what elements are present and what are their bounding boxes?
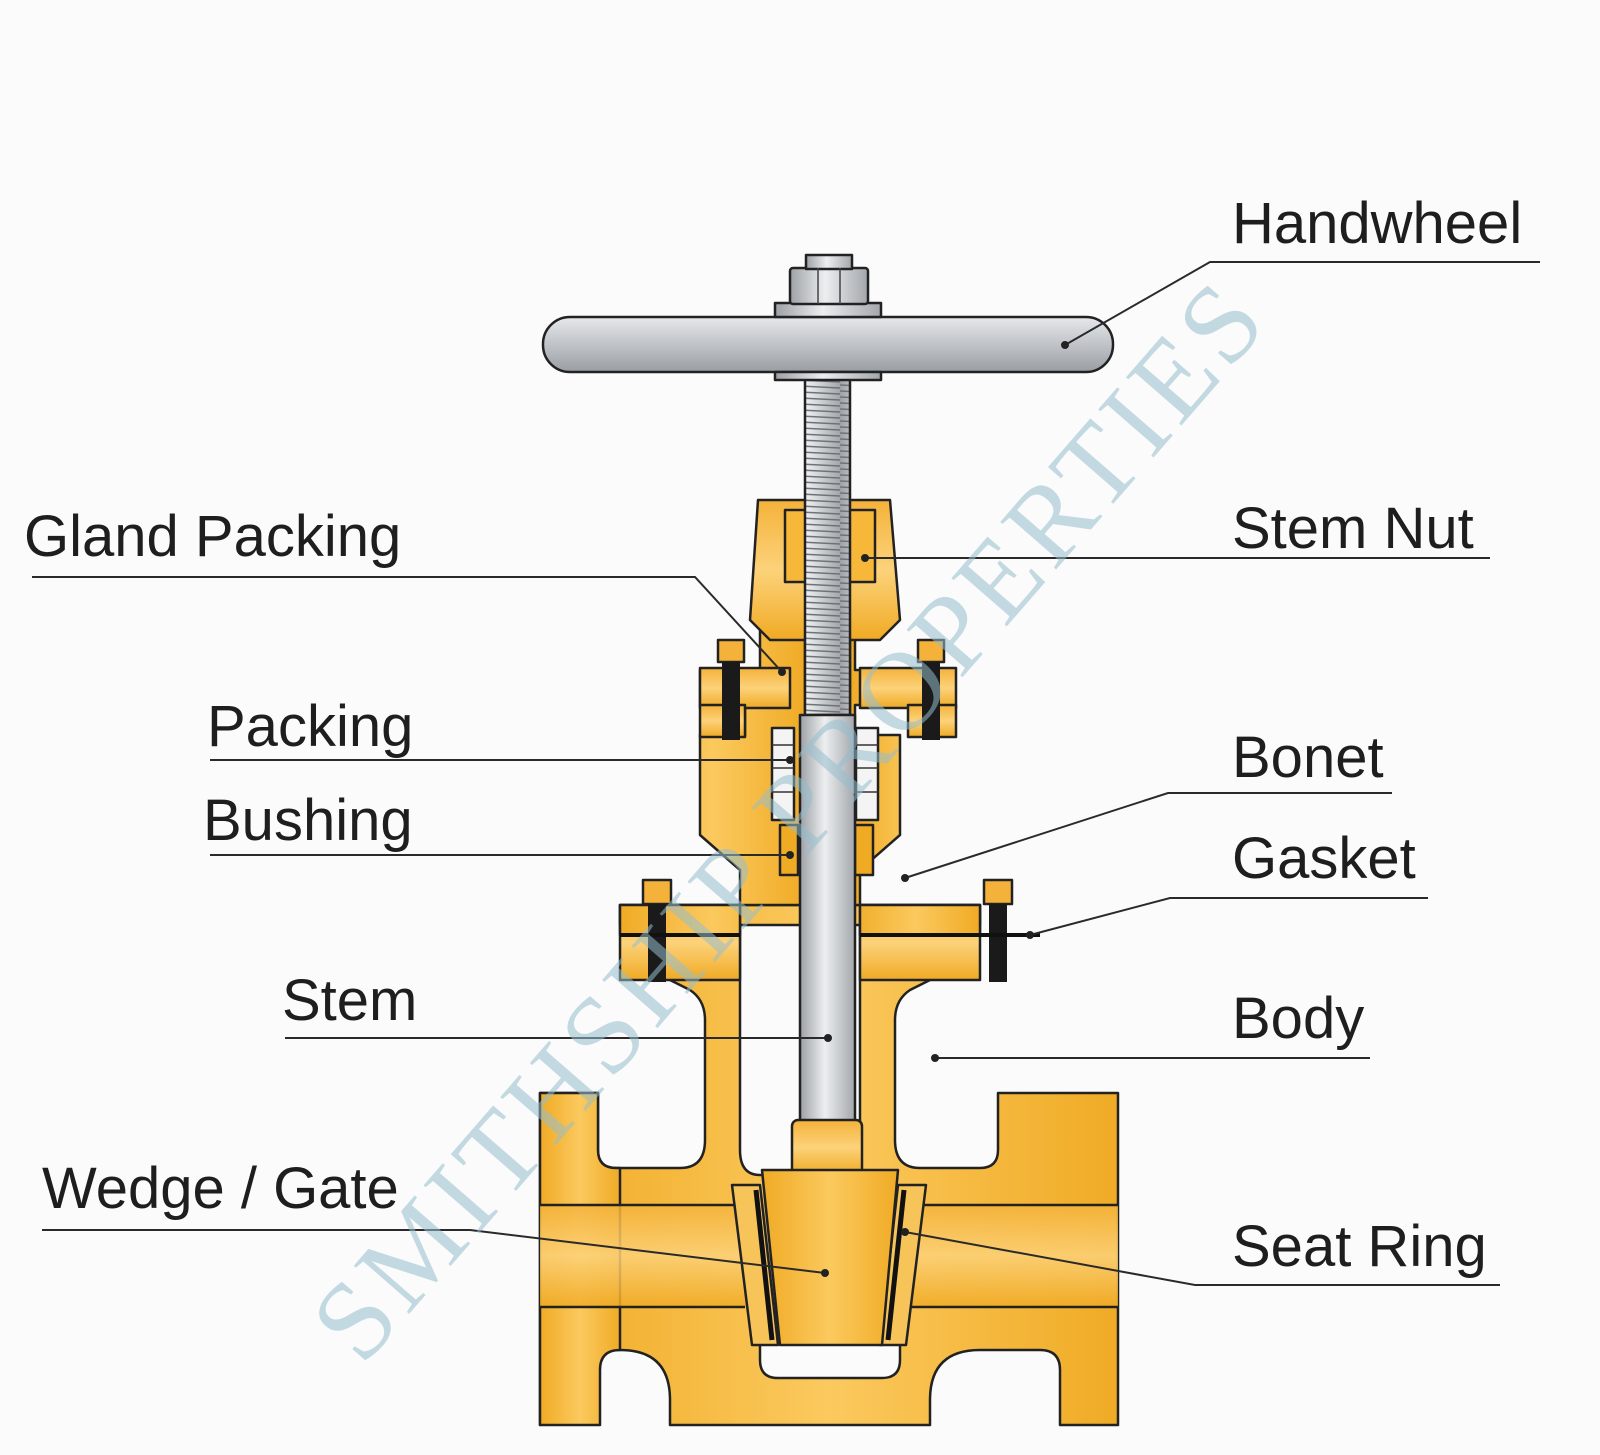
leader-seat-ring xyxy=(901,1228,1500,1286)
leader-handwheel xyxy=(1061,261,1540,349)
label-bushing: Bushing xyxy=(203,788,413,853)
label-bonet: Bonet xyxy=(1232,725,1384,790)
leader-stem-nut xyxy=(861,554,1490,562)
leader-gasket xyxy=(1026,897,1428,939)
flange-bolts xyxy=(641,878,1014,982)
label-body: Body xyxy=(1232,986,1365,1051)
label-stem: Stem xyxy=(282,968,418,1033)
gland-bolts xyxy=(716,638,946,740)
label-stem-nut: Stem Nut xyxy=(1232,496,1474,561)
stem xyxy=(798,368,857,1127)
leader-packing xyxy=(210,756,794,764)
leader-stem xyxy=(285,1034,832,1042)
label-wedge-gate: Wedge / Gate xyxy=(42,1156,399,1221)
wedge-gate xyxy=(730,1118,928,1347)
leader-bushing xyxy=(210,851,794,859)
leader-bonet xyxy=(901,792,1392,882)
bushing xyxy=(778,823,875,877)
label-gasket: Gasket xyxy=(1232,826,1416,891)
leader-gland-packing xyxy=(32,576,786,676)
packing xyxy=(770,726,880,822)
label-packing: Packing xyxy=(207,694,414,759)
handwheel xyxy=(541,253,1115,382)
leader-wedge-gate xyxy=(42,1229,829,1277)
leader-body xyxy=(931,1054,1370,1062)
label-gland-packing: Gland Packing xyxy=(24,504,402,569)
label-seat-ring: Seat Ring xyxy=(1232,1214,1487,1279)
label-handwheel: Handwheel xyxy=(1232,191,1523,256)
